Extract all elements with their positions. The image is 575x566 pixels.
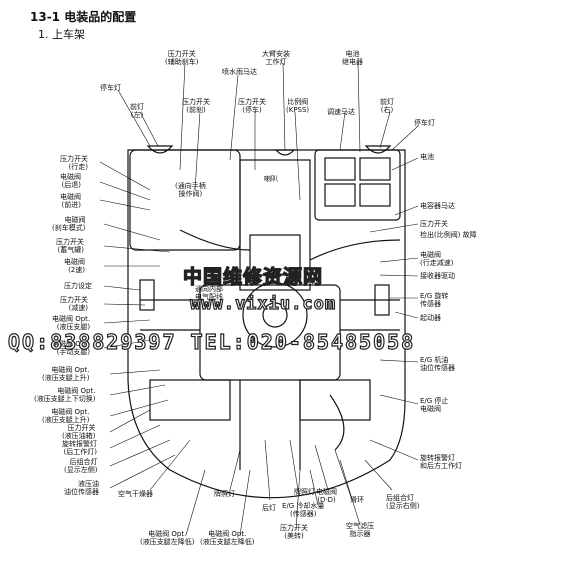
label-eg-rotation-sensor: E/G 旋转传感器 (420, 292, 449, 308)
label-solenoid-forward: 电磁阀(前进) (60, 193, 81, 209)
label-air-filter-indicator: 空气滤压指示器 (346, 522, 374, 538)
label-governor-motor: 调速马达 (327, 108, 355, 116)
label-pressure-switch-right: 压力开关 (420, 220, 448, 228)
label-solenoid-brake-mode: 电磁阀(刹车模式) (52, 216, 86, 232)
label-to-internal-wiring: 通向内部电气配线 (195, 285, 223, 301)
label-starter: 起动器 (420, 314, 441, 322)
label-pressure-switch-decel: 压力开关(减速) (60, 296, 88, 312)
label-parking-lamp-right: 停车灯 (414, 119, 435, 127)
cab-outline (129, 149, 241, 251)
label-solenoid-dd: 电磁阀(D·D) (316, 488, 337, 504)
label-receiver-drive: 接收器驱动 (420, 272, 455, 280)
label-license-plate-lamp-1: 牌照灯 (214, 490, 235, 498)
label-rotary-warning-lamp-rear: 旋转报警灯(后工作灯) (62, 440, 97, 456)
label-rotary-warning-rear-work-lamp: 旋转报警灯和后方工作灯 (420, 454, 462, 470)
label-pressure-switch-front-brake: 压力开关(前刹) (182, 98, 210, 114)
battery-box (314, 149, 401, 221)
label-battery-relay: 电池继电器 (342, 50, 363, 66)
label-pressure-setting: 压力设定 (64, 282, 92, 290)
label-solenoid-opt-hyd-outrigger: 电磁阀 Opt.(液压支腿) (52, 315, 91, 331)
label-eg-stop-solenoid: E/G 停止电磁阀 (420, 397, 449, 413)
label-pressure-switch-travel: 压力开关(行走) (60, 155, 88, 171)
swing-ring (242, 282, 308, 348)
label-headlamp-right: 前灯(右) (380, 98, 394, 114)
front-lamp-left (146, 145, 174, 154)
label-slip-ring: 滑环 (350, 496, 364, 504)
boom-work-lamp (274, 149, 296, 156)
front-lamp-right (364, 145, 392, 154)
watermark-site-name: 中国维修资源网 (182, 265, 324, 288)
watermark-url: www.vixiu.com (189, 293, 337, 314)
label-hyd-oil-level-sensor: 液压油油位传感器 (64, 480, 99, 496)
label-washer-motor: 喷水雨马达 (222, 68, 257, 76)
label-solenoid-opt-outrigger-switch: 电磁阀 Opt.(液压支腿上下切换) (34, 387, 96, 403)
label-solenoid-reverse: 电磁阀(后退) (60, 173, 81, 189)
label-rear-combination-lamp-right: 后组合灯(显示右侧) (386, 494, 420, 510)
label-rear-lamp: 后灯 (262, 504, 276, 512)
frame-outline (127, 149, 406, 499)
label-boom-work-lamp: 大臂安装工作灯 (262, 50, 290, 66)
label-capacitor-motor: 电容器马达 (420, 202, 455, 210)
label-to-control-valve: (通向手柄操作阀) (175, 182, 206, 198)
watermark-contact: QQ:838829397 TEL:020-85485058 (7, 329, 416, 354)
label-pressure-switch-aux-brake: 压力开关(辅助刹车) (165, 50, 199, 66)
label-air-dryer: 空气干燥器 (118, 490, 153, 498)
label-parking-lamp-left: 停车灯 (100, 84, 121, 92)
subsection-title: 1. 上车架 (38, 28, 85, 41)
label-eg-coolant-sensor: E/G 冷却水量(传感器) (282, 502, 325, 518)
label-solenoid-2-speed: 电磁阀(2速) (64, 258, 85, 274)
label-headlamp-left: 前灯(左) (130, 103, 144, 119)
label-rear-combination-lamp-left: 后组合灯(显示左侧) (64, 458, 98, 474)
label-pressure-switch-swing: 压力开关(美转) (280, 524, 308, 540)
label-solenoid-travel-decel: 电磁阀(行走减速) (420, 251, 454, 267)
label-pressure-switch-parking: 压力开关(停车) (238, 98, 266, 114)
label-solenoid-opt-outrigger-raise-2: 电磁阀 Opt.(液压支腿上升) (42, 408, 90, 424)
label-solenoid-opt-manual-outrigger: 电磁阀 Opt.(手动支腿) (52, 340, 91, 356)
label-license-plate-lamp-2: 牌照灯 (294, 488, 315, 496)
label-eg-oil-level-sensor: E/G 机油油位传感器 (420, 356, 455, 372)
label-proportional-valve-kpss: 比例阀(KPSS) (286, 98, 310, 114)
label-battery: 电池 (420, 153, 434, 161)
label-pressure-switch-air-tank: 压力开关(蓄气罐) (56, 238, 84, 254)
label-solenoid-opt-outrigger-left-lower-2: 电磁阀 Opt.(液压支腿左降低) (200, 530, 255, 546)
label-solenoid-opt-outrigger-raise: 电磁阀 Opt.(液压支腿上升) (42, 366, 90, 382)
label-pressure-switch-hyd-tank: 压力开关(液压油箱) (62, 424, 96, 440)
section-title: 13-1 电装品的配置 (30, 10, 137, 24)
label-solenoid-opt-outrigger-left-lower-1: 电磁阀 Opt.(液压支腿左降低) (140, 530, 195, 546)
label-proportional-valve-fault: 检出(比例阀) 故障 (420, 231, 477, 239)
label-horn: 喇叭 (264, 175, 278, 183)
